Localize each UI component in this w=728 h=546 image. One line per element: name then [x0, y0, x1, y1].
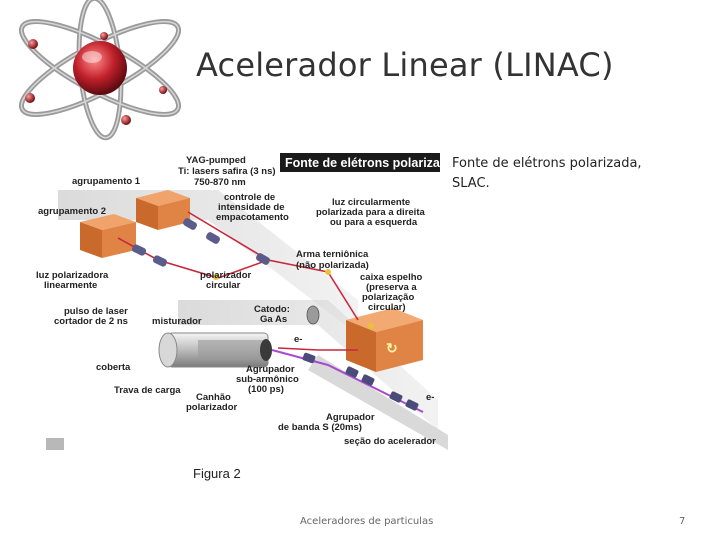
diagram-label: (não polarizada)	[296, 260, 369, 271]
page-number: 7	[679, 516, 686, 527]
label-secao: seção do acelerador	[344, 436, 436, 447]
label-agrupador-sub: Agrupador	[246, 364, 295, 375]
diagram-label: cortador de 2 ns	[54, 316, 128, 327]
label-agrupador-banda: Agrupador	[326, 412, 375, 423]
label-e-minus: e-	[294, 334, 302, 345]
diagram-label: circular)	[368, 302, 406, 313]
label-misturador: misturador	[152, 316, 202, 327]
laser-beam	[327, 271, 359, 321]
diagram-label: (preserva a	[366, 282, 417, 293]
label-pulso: pulso de laser	[64, 306, 128, 317]
figure-label: Figura 2	[193, 466, 241, 481]
diagram-label: intensidade de	[218, 202, 285, 213]
linac-diagram: Fonte de elétrons polarizada ↻	[36, 153, 448, 450]
support-beam	[58, 190, 358, 335]
label-agrupamento-2: agrupamento 2	[38, 206, 106, 217]
footer-text: Aceleradores de particulas	[300, 516, 434, 527]
label-luz-polarizadora: luz polarizadora	[36, 270, 109, 281]
label-caixa-espelho: caixa espelho	[360, 272, 423, 283]
label-catodo: Catodo:	[254, 304, 290, 315]
diagram-label: polarizador	[186, 402, 238, 413]
label-controle: controle de	[224, 192, 275, 203]
diagram-label: ou para a esquerda	[330, 217, 418, 228]
diagram-label: Ga As	[260, 314, 287, 325]
agrupamento-1-box	[136, 190, 190, 230]
label-luz-circular: luz circularmente	[332, 197, 410, 208]
diagram-label: circular	[206, 280, 241, 291]
banner-text: Fonte de elétrons polarizada	[285, 156, 448, 170]
banner	[280, 153, 440, 172]
electron-gun	[158, 332, 272, 368]
slide-title: Acelerador Linear (LINAC)	[196, 46, 614, 84]
small-logo-icon	[46, 438, 64, 450]
label-e-minus-out: e-	[426, 392, 434, 403]
diagram-label: linearmente	[44, 280, 97, 291]
laser-beam	[277, 347, 358, 351]
caixa-espelho-box: ↻	[346, 308, 423, 372]
diagram-label: 750-870 nm	[194, 177, 246, 188]
optics-components	[131, 218, 374, 329]
atom-logo-icon	[18, 0, 182, 141]
label-trava: Trava de carga	[114, 385, 181, 396]
label-arma: Arma terniônica	[296, 249, 369, 260]
label-agrupamento-1: agrupamento 1	[72, 176, 141, 187]
diagram-label: polarizada para a direita	[316, 207, 425, 218]
bunchers	[302, 352, 419, 411]
label-canhao: Canhão	[196, 392, 231, 403]
figure-caption: Fonte de elétrons polarizada, SLAC.	[452, 156, 642, 191]
label-coberta: coberta	[96, 362, 131, 373]
diagram-label: empacotamento	[216, 212, 289, 223]
label-yag: YAG-pumped	[186, 155, 246, 166]
diagram-label: Ti: lasers safira (3 ns)	[178, 166, 276, 177]
agrupamento-2-box	[80, 214, 136, 258]
diagram-label: (100 ps)	[248, 384, 284, 395]
diagram-label: de banda S (20ms)	[278, 422, 362, 433]
diagram-label: sub-armônico	[236, 374, 299, 385]
svg-text:↻: ↻	[386, 340, 398, 356]
accelerator-section	[308, 355, 448, 450]
diagram-label: polarização	[362, 292, 414, 303]
label-polarizador-circular: polarizador	[200, 270, 252, 281]
